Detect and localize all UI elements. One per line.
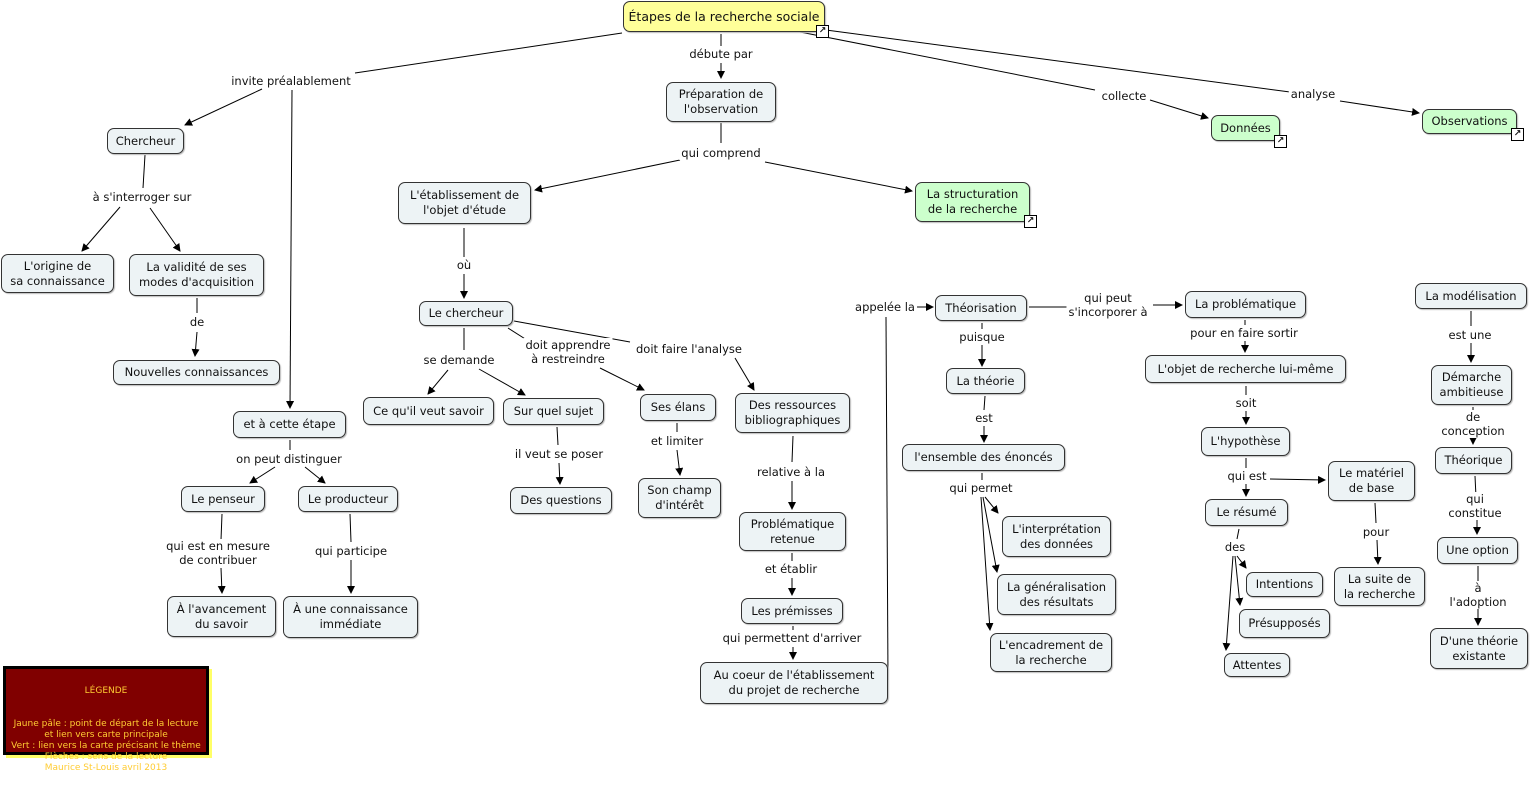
link-label: est bbox=[973, 411, 995, 425]
link-label: qui permet bbox=[947, 481, 1015, 495]
node-au-coeur[interactable]: Au coeur de l'établissement du projet de… bbox=[700, 662, 888, 704]
legend: LÉGENDE Jaune pâle : point de départ de … bbox=[3, 666, 209, 773]
link-label: analyse bbox=[1288, 87, 1338, 101]
link-label: à l'adoption bbox=[1447, 581, 1509, 609]
link-label: qui est en mesure de contribuer bbox=[164, 539, 272, 567]
node-option[interactable]: Une option bbox=[1437, 537, 1518, 564]
node-preparation[interactable]: Préparation de l'observation bbox=[666, 82, 776, 122]
arrow-up-right-icon[interactable]: ↗ bbox=[1511, 128, 1524, 141]
node-avancement[interactable]: À l'avancement du savoir bbox=[167, 596, 276, 637]
link-label: qui comprend bbox=[679, 146, 763, 160]
link-label: qui participe bbox=[312, 544, 390, 558]
link-label: on peut distinguer bbox=[234, 452, 344, 466]
node-theorie-existante[interactable]: D'une théorie existante bbox=[1430, 628, 1528, 669]
link-label: appelée la bbox=[853, 300, 917, 314]
node-intentions[interactable]: Intentions bbox=[1246, 572, 1323, 597]
legend-text: Jaune pâle : point de départ de la lectu… bbox=[11, 719, 201, 773]
link-label: débute par bbox=[687, 47, 755, 61]
node-problematique-retenue[interactable]: Problématique retenue bbox=[739, 512, 846, 551]
node-connaissance[interactable]: À une connaissance immédiate bbox=[283, 596, 418, 638]
node-validite[interactable]: La validité de ses modes d'acquisition bbox=[129, 254, 264, 296]
node-le-chercheur[interactable]: Le chercheur bbox=[419, 301, 513, 326]
link-label: se demande bbox=[421, 353, 497, 367]
arrow-up-right-icon[interactable]: ↗ bbox=[1274, 135, 1287, 148]
link-label: à s'interroger sur bbox=[90, 190, 194, 204]
node-problematique[interactable]: La problématique bbox=[1185, 291, 1306, 318]
node-nouvelles[interactable]: Nouvelles connaissances bbox=[113, 360, 280, 385]
link-label: où bbox=[454, 258, 474, 272]
node-interpretation[interactable]: L'interprétation des données bbox=[1002, 516, 1111, 557]
link-label: de bbox=[187, 315, 207, 329]
node-veut-savoir[interactable]: Ce qu'il veut savoir bbox=[363, 397, 494, 425]
node-resume[interactable]: Le résumé bbox=[1205, 499, 1288, 526]
link-label: pour en faire sortir bbox=[1188, 326, 1300, 340]
node-producteur[interactable]: Le producteur bbox=[298, 486, 398, 512]
node-theorie[interactable]: La théorie bbox=[946, 368, 1025, 394]
link-label: et établir bbox=[762, 562, 820, 576]
node-presupposes[interactable]: Présupposés bbox=[1239, 609, 1330, 638]
node-observations[interactable]: Observations bbox=[1422, 109, 1517, 134]
node-hypothese[interactable]: L'hypothèse bbox=[1201, 427, 1290, 456]
link-label: pour bbox=[1360, 525, 1392, 539]
link-label: soit bbox=[1233, 396, 1259, 410]
arrow-up-right-icon[interactable]: ↗ bbox=[816, 25, 829, 38]
link-label: qui est bbox=[1225, 469, 1269, 483]
node-cette-etape[interactable]: et à cette étape bbox=[233, 411, 346, 438]
arrow-up-right-icon[interactable]: ↗ bbox=[1024, 215, 1037, 228]
node-chercheur[interactable]: Chercheur bbox=[107, 128, 184, 154]
link-label: des bbox=[1222, 540, 1248, 554]
node-attentes[interactable]: Attentes bbox=[1224, 653, 1290, 677]
node-demarche[interactable]: Démarche ambitieuse bbox=[1431, 365, 1512, 405]
node-elans[interactable]: Ses élans bbox=[640, 394, 716, 421]
node-sujet[interactable]: Sur quel sujet bbox=[503, 398, 604, 425]
node-encadrement[interactable]: L'encadrement de la recherche bbox=[990, 633, 1112, 672]
link-label: de conception bbox=[1439, 410, 1507, 438]
link-label: qui permettent d'arriver bbox=[720, 631, 864, 645]
node-champ[interactable]: Son champ d'intérêt bbox=[638, 478, 721, 518]
node-theorisation[interactable]: Théorisation bbox=[935, 295, 1027, 321]
node-suite[interactable]: La suite de la recherche bbox=[1334, 567, 1425, 606]
link-label: qui peut s'incorporer à bbox=[1066, 291, 1150, 319]
link-label: il veut se poser bbox=[512, 447, 606, 461]
link-label: est une bbox=[1446, 328, 1494, 342]
link-label: puisque bbox=[957, 330, 1007, 344]
node-ensemble[interactable]: l'ensemble des énoncés bbox=[902, 444, 1065, 471]
node-modelisation[interactable]: La modélisation bbox=[1415, 283, 1527, 309]
node-objet-recherche[interactable]: L'objet de recherche lui-même bbox=[1145, 355, 1346, 383]
node-origine[interactable]: L'origine de sa connaissance bbox=[1, 254, 114, 293]
link-label: invite préalablement bbox=[229, 74, 353, 88]
link-label: et limiter bbox=[648, 434, 706, 448]
node-theorique[interactable]: Théorique bbox=[1435, 447, 1512, 474]
node-penseur[interactable]: Le penseur bbox=[181, 486, 265, 512]
node-generalisation[interactable]: La généralisation des résultats bbox=[997, 574, 1116, 615]
node-premisses[interactable]: Les prémisses bbox=[741, 598, 843, 624]
node-ressources[interactable]: Des ressources bibliographiques bbox=[735, 393, 850, 433]
link-label: doit apprendre à restreindre bbox=[523, 338, 613, 366]
link-label: qui constitue bbox=[1446, 492, 1504, 520]
node-donnees[interactable]: Données bbox=[1211, 115, 1280, 141]
node-etablissement[interactable]: L'établissement de l'objet d'étude bbox=[398, 182, 531, 224]
node-questions[interactable]: Des questions bbox=[510, 487, 612, 514]
node-materiel[interactable]: Le matériel de base bbox=[1328, 461, 1415, 501]
link-label: relative à la bbox=[755, 465, 827, 479]
legend-title: LÉGENDE bbox=[84, 686, 128, 696]
link-label: doit faire l'analyse bbox=[634, 342, 744, 356]
node-structuration[interactable]: La structuration de la recherche bbox=[915, 182, 1030, 222]
node-root[interactable]: Étapes de la recherche sociale bbox=[623, 1, 825, 32]
link-label: collecte bbox=[1099, 89, 1149, 103]
